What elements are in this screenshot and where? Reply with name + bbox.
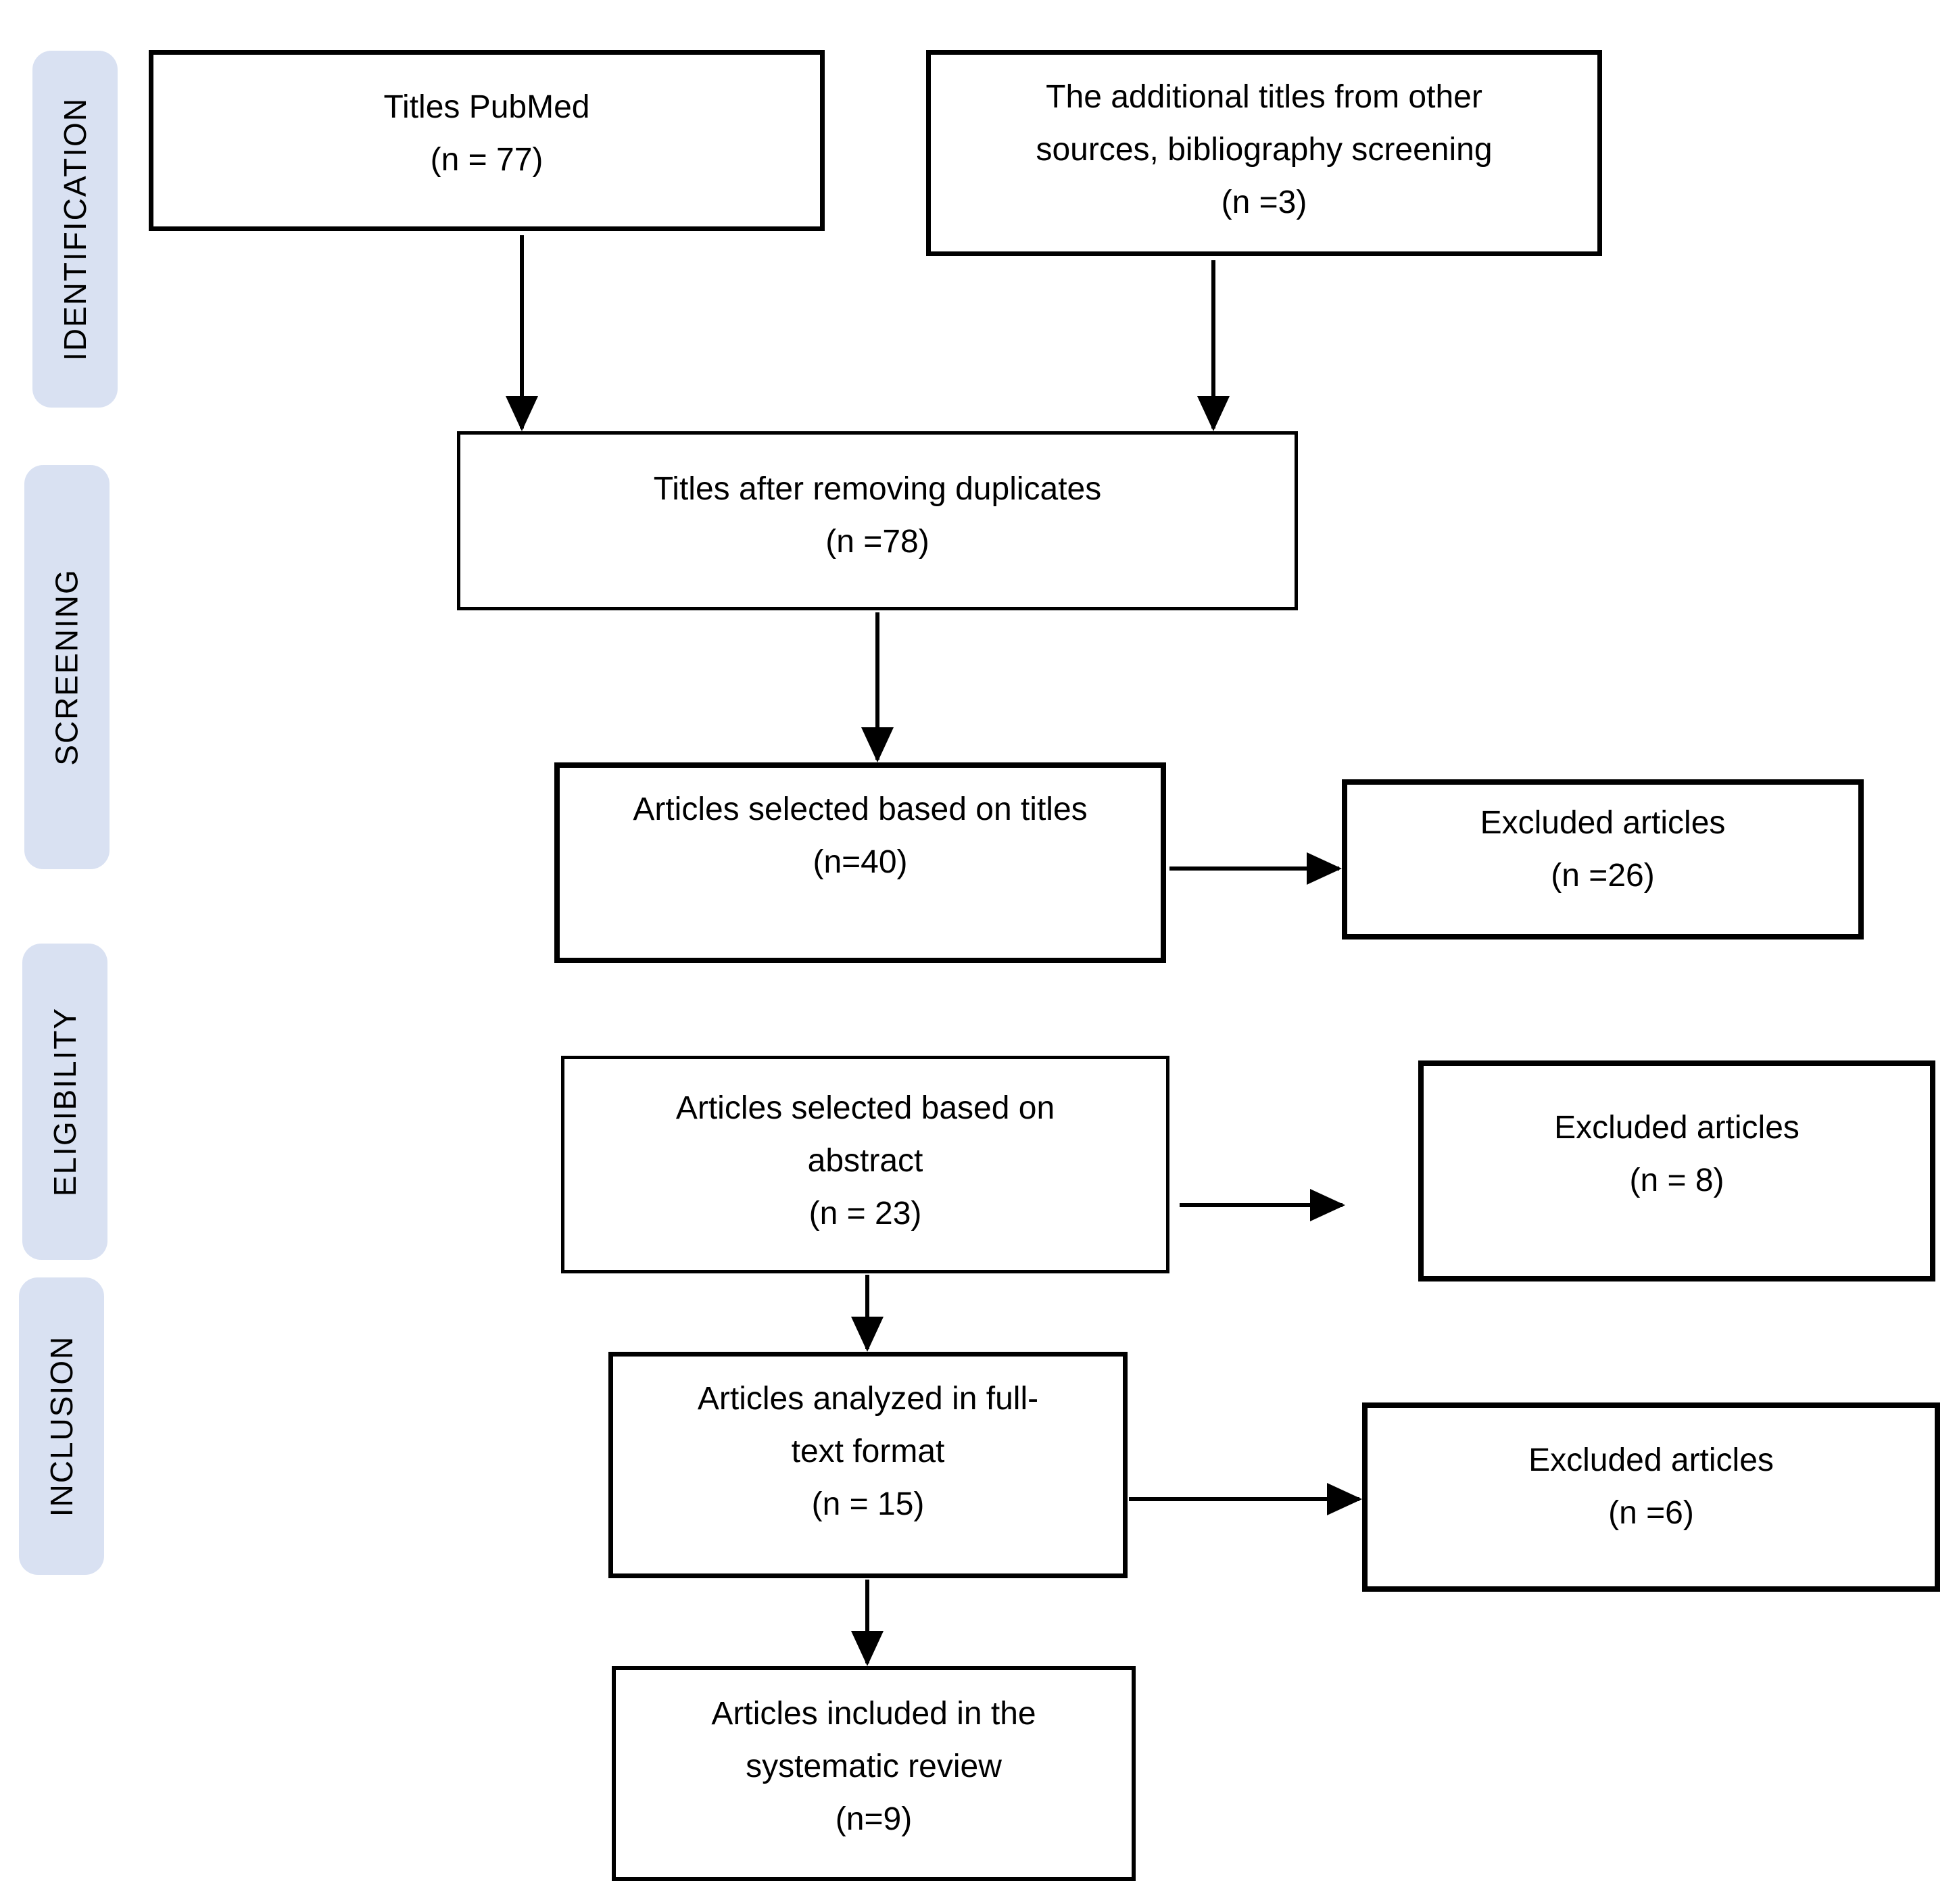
stage-eligibility: ELIGIBILITY [22,944,107,1260]
stage-inclusion: INCLUSION [19,1277,104,1575]
box-additional-titles-line2: sources, bibliography screening [1036,131,1493,168]
stage-identification: IDENTIFICATION [32,51,118,408]
box-fulltext: Articles analyzed in full- text format (… [608,1352,1128,1578]
box-excluded-abstract: Excluded articles (n = 8) [1418,1060,1935,1281]
box-excluded-fulltext-line1: Excluded articles [1528,1442,1774,1478]
box-included-line2: systematic review [746,1749,1002,1784]
box-titles-pubmed-line1: Titles PubMed [383,89,590,125]
box-titles-pubmed-count: (n = 77) [430,142,543,178]
stage-identification-label: IDENTIFICATION [57,97,93,362]
box-excluded-fulltext: Excluded articles (n =6) [1362,1402,1940,1592]
box-additional-titles-line1: The additional titles from other [1046,78,1482,115]
box-selected-abstract: Articles selected based on abstract (n =… [561,1056,1169,1273]
box-selected-titles-line1: Articles selected based on titles [633,791,1088,827]
box-excluded-abstract-count: (n = 8) [1629,1162,1724,1198]
box-selected-abstract-line2: abstract [807,1143,923,1179]
box-after-duplicates-count: (n =78) [825,524,929,560]
box-excluded-abstract-line1: Excluded articles [1554,1109,1799,1146]
box-fulltext-count: (n = 15) [811,1486,925,1522]
box-excluded-titles-count: (n =26) [1551,857,1655,894]
box-titles-pubmed: Titles PubMed (n = 77) [149,50,825,231]
box-excluded-titles: Excluded articles (n =26) [1342,779,1864,939]
box-selected-titles-count: (n=40) [813,844,908,880]
box-excluded-fulltext-count: (n =6) [1608,1495,1694,1531]
box-excluded-titles-line1: Excluded articles [1480,804,1726,841]
box-additional-titles-count: (n =3) [1221,184,1307,220]
box-included-line1: Articles included in the [711,1696,1036,1732]
box-included: Articles included in the systematic revi… [612,1666,1136,1881]
box-fulltext-line2: text format [791,1433,945,1469]
stage-screening: SCREENING [24,465,110,869]
box-after-duplicates: Titles after removing duplicates (n =78) [457,431,1298,610]
box-selected-abstract-line1: Articles selected based on [675,1090,1055,1126]
box-after-duplicates-line1: Titles after removing duplicates [653,471,1102,507]
stage-screening-label: SCREENING [49,568,85,766]
box-selected-abstract-count: (n = 23) [808,1196,922,1231]
box-fulltext-line1: Articles analyzed in full- [697,1380,1039,1417]
stage-eligibility-label: ELIGIBILITY [47,1006,82,1197]
box-additional-titles: The additional titles from other sources… [926,50,1602,256]
stage-inclusion-label: INCLUSION [44,1335,80,1517]
box-selected-titles: Articles selected based on titles (n=40) [554,762,1166,963]
box-included-count: (n=9) [835,1801,913,1837]
